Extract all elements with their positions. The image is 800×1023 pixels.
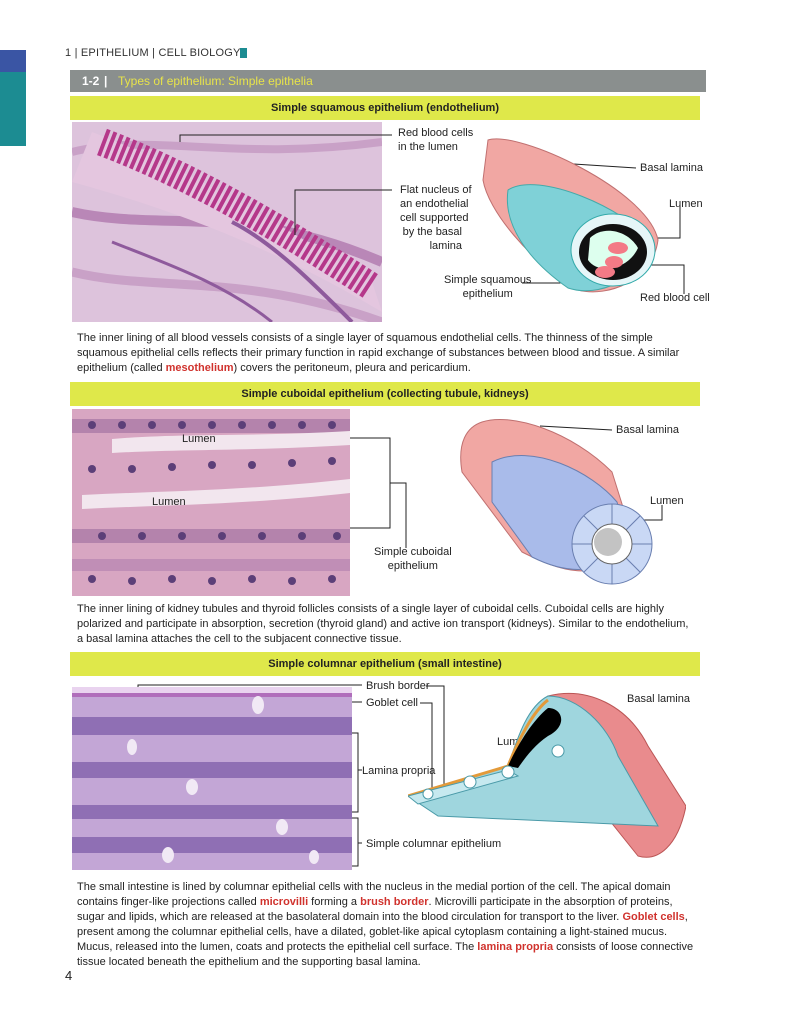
section-separator: | [104,74,108,88]
section-title: Types of epithelium: Simple epithelia [118,74,313,88]
label-simple-squamous: Simple squamous epithelium [444,274,532,300]
highlight-term: lamina propria [477,941,554,953]
highlight-term: Goblet cells [622,911,685,923]
label-simple-columnar: Simple columnar epithelium [366,838,502,850]
running-head-marker [240,48,247,58]
panel-title-columnar: Simple columnar epithelium (small intest… [70,652,700,676]
paragraph-cuboidal: The inner lining of kidney tubules and t… [77,602,697,647]
label-flat-nucleus: Flat nucleus of an endothelial cell supp… [400,184,472,252]
diagram-columnar-intestine [406,686,687,862]
panel-title-squamous: Simple squamous epithelium (endothelium) [70,96,700,120]
paragraph-text: The inner lining of all blood vessels co… [77,332,680,374]
paragraph-text: ) covers the peritoneum, pleura and peri… [233,362,471,374]
label-red-blood-cell: Red blood cell [640,292,710,304]
section-band [70,70,706,92]
micrograph-columnar [72,687,352,870]
label-goblet-cell: Goblet cell [366,697,418,709]
label-basal-lamina-1: Basal lamina [640,162,703,174]
paragraph-text: The small intestine is lined by columnar… [77,881,671,908]
paragraph-text: , present among the columnar epithelial … [77,911,688,953]
micrograph-squamous [72,122,382,322]
label-basal-lamina-3: Basal lamina [627,693,690,705]
label-brush-border: Brush border [366,680,430,692]
highlight-term: brush border [360,896,429,908]
paragraph-text: forming a [308,896,361,908]
label-rbc-lumen: Red blood cells in the lumen [398,127,474,153]
paragraph-columnar: The small intestine is lined by columnar… [77,880,697,970]
label-lamina-propria: Lamina propria [362,765,436,777]
paragraph-text: The inner lining of kidney tubules and t… [77,603,689,645]
highlight-term: mesothelium [165,362,234,374]
panel-title-cuboidal: Simple cuboidal epithelium (collecting t… [70,382,700,406]
highlight-term: microvilli [259,896,309,908]
micrograph-cuboidal [72,409,350,596]
running-head: 1 | EPITHELIUM | CELL BIOLOGY [65,47,241,59]
label-lumen-1: Lumen [669,198,703,210]
label-lumen-top: Lumen [182,433,216,445]
edge-tab-blue [0,50,26,72]
paragraph-text: . Microvilli participate in the absorpti… [77,896,673,923]
section-number: 1-2 [82,74,100,88]
label-lumen-mid: Lumen [152,496,186,508]
label-lumen-2: Lumen [650,495,684,507]
diagram-squamous-vessel [468,130,668,300]
label-simple-cuboidal: Simple cuboidal epithelium [374,546,452,572]
label-basal-lamina-2: Basal lamina [616,424,679,436]
page-number: 4 [65,968,73,983]
paragraph-text: consists of loose connective tissue loca… [77,941,694,968]
paragraph-squamous: The inner lining of all blood vessels co… [77,331,697,376]
edge-tab-teal [0,72,26,146]
diagram-cuboidal-tubule [452,412,660,587]
